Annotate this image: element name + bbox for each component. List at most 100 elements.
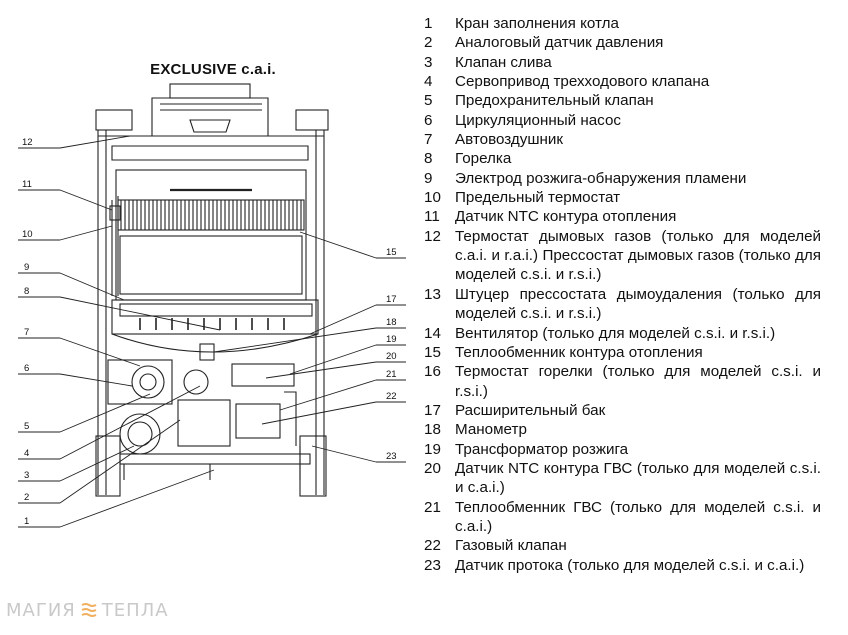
callout-23: 23 — [386, 451, 397, 462]
legend-number: 11 — [424, 208, 440, 226]
flue-hood — [151, 83, 269, 137]
callout-22: 22 — [386, 391, 397, 402]
legend-number: 13 — [424, 285, 441, 303]
legend-text: Электрод розжига-обнаружения пламени — [455, 169, 747, 187]
legend-text: Расширительный бак — [455, 401, 606, 419]
legend-text: Манометр — [455, 421, 527, 439]
legend-number: 7 — [424, 131, 433, 149]
legend-number: 20 — [424, 459, 441, 477]
watermark-left: МАГИЯ — [6, 600, 76, 621]
legend-text: Предохранительный клапан — [455, 92, 654, 110]
legend-number: 6 — [424, 111, 433, 129]
legend-text: Сервопривод трехходового клапана — [455, 73, 710, 91]
watermark-right: ТЕПЛА — [101, 600, 169, 621]
legend-number: 9 — [424, 169, 433, 187]
legend-text: Трансформатор розжига — [455, 440, 629, 458]
legend-text: Автовоздушник — [455, 131, 564, 149]
burner — [111, 299, 319, 353]
legend-item: 10 Предельный термостат — [421, 188, 821, 207]
legend-text: Теплообменник ГВС (только для моделей c.… — [455, 498, 821, 535]
callout-21: 21 — [386, 369, 397, 380]
legend-number: 15 — [424, 343, 441, 361]
legend-item: 21 Теплообменник ГВС (только для моделей … — [421, 498, 821, 537]
legend-text: Датчик NTC контура ГВС (только для модел… — [455, 459, 821, 497]
boiler-schematic: 12 11 10 9 8 7 6 5 4 3 2 1 15 17 18 19 2… — [18, 83, 406, 528]
legend-text: Штуцер прессостата дымоудаления (только … — [455, 285, 821, 323]
callout-18: 18 — [386, 317, 397, 328]
callout-8: 8 — [24, 286, 29, 297]
legend-number: 23 — [424, 556, 441, 574]
legend-item: 22 Газовый клапан — [421, 536, 821, 555]
callout-10: 10 — [22, 229, 33, 240]
combustion-chamber — [115, 169, 307, 301]
callout-11: 11 — [22, 179, 32, 190]
legend-item: 16 Термостат горелки (только для моделей … — [421, 362, 821, 401]
legend-item: 1 Кран заполнения котла — [421, 14, 821, 33]
legend-item: 5 Предохранительный клапан — [421, 91, 821, 110]
callout-20: 20 — [386, 351, 397, 362]
legend-number: 10 — [424, 189, 441, 207]
legend-item: 19 Трансформатор розжига — [421, 440, 821, 459]
legend-item: 6 Циркуляционный насос — [421, 111, 821, 130]
legend-item: 18 Манометр — [421, 420, 821, 439]
callout-4: 4 — [24, 448, 29, 459]
legend-number: 4 — [424, 73, 433, 91]
legend-number: 22 — [424, 537, 441, 555]
legend-number: 14 — [424, 324, 441, 342]
callout-labels: 12 11 10 9 8 7 6 5 4 3 2 1 15 17 18 19 2… — [22, 137, 397, 527]
legend-number: 8 — [424, 150, 433, 168]
callout-9: 9 — [24, 262, 29, 273]
flame-icon — [81, 603, 97, 617]
legend-number: 1 — [424, 15, 433, 32]
legend-text: Кран заполнения котла — [455, 15, 619, 32]
legend-text: Термостат горелки (только для моделей c.… — [455, 363, 821, 400]
legend-number: 17 — [424, 401, 441, 419]
legend-item: 23 Датчик протока (только для моделей c.s… — [421, 556, 821, 575]
legend-text: Клапан слива — [455, 53, 552, 71]
callout-3: 3 — [24, 470, 29, 481]
legend-item: 9 Электрод розжига-обнаружения пламени — [421, 169, 821, 188]
callout-leaders — [18, 135, 406, 528]
legend-number: 21 — [424, 498, 441, 516]
legend-text: Датчик NTC контура отопления — [455, 208, 677, 226]
legend-item: 20 Датчик NTC контура ГВС (только для мод… — [421, 459, 821, 498]
callout-5: 5 — [24, 421, 29, 432]
boiler-frame — [95, 109, 329, 497]
legend-item: 17 Расширительный бак — [421, 401, 821, 420]
legend-number: 16 — [424, 363, 441, 381]
legend-item: 4 Сервопривод трехходового клапана — [421, 72, 821, 91]
parts-legend: 1 Кран заполнения котла 2 Аналоговый датчи… — [421, 14, 821, 575]
diagram-title: EXCLUSIVE c.a.i. — [150, 61, 276, 78]
hydraulic-group — [107, 343, 311, 480]
legend-text: Вентилятор (только для моделей c.s.i. и … — [455, 324, 776, 342]
legend-text: Горелка — [455, 150, 512, 168]
callout-12: 12 — [22, 137, 33, 148]
callout-6: 6 — [24, 363, 29, 374]
pipe-run-left — [109, 196, 121, 296]
legend-text: Циркуляционный насос — [455, 111, 621, 129]
legend-item: 2 Аналоговый датчик давления — [421, 33, 821, 52]
callout-7: 7 — [24, 327, 29, 338]
legend-number: 19 — [424, 440, 441, 458]
callout-1: 1 — [24, 516, 29, 527]
callout-15: 15 — [386, 247, 397, 258]
legend-text: Термостат дымовых газов (только для моде… — [455, 227, 821, 284]
legend-text: Газовый клапан — [455, 537, 567, 555]
callout-19: 19 — [386, 334, 397, 345]
watermark: МАГИЯ ТЕПЛА — [6, 600, 169, 621]
legend-item: 14 Вентилятор (только для моделей c.s.i. … — [421, 324, 821, 343]
callout-2: 2 — [24, 492, 29, 503]
legend-item: 8 Горелка — [421, 149, 821, 168]
legend-text: Датчик протока (только для моделей c.s.i… — [455, 556, 805, 574]
legend-number: 2 — [424, 34, 433, 52]
callout-17: 17 — [386, 294, 397, 305]
legend-text: Предельный термостат — [455, 189, 621, 207]
legend-text: Аналоговый датчик давления — [455, 34, 664, 52]
legend-number: 5 — [424, 92, 433, 110]
legend-item: 11 Датчик NTC контура отопления — [421, 207, 821, 226]
legend-number: 18 — [424, 421, 441, 439]
legend-item: 13 Штуцер прессостата дымоудаления (тольк… — [421, 285, 821, 324]
